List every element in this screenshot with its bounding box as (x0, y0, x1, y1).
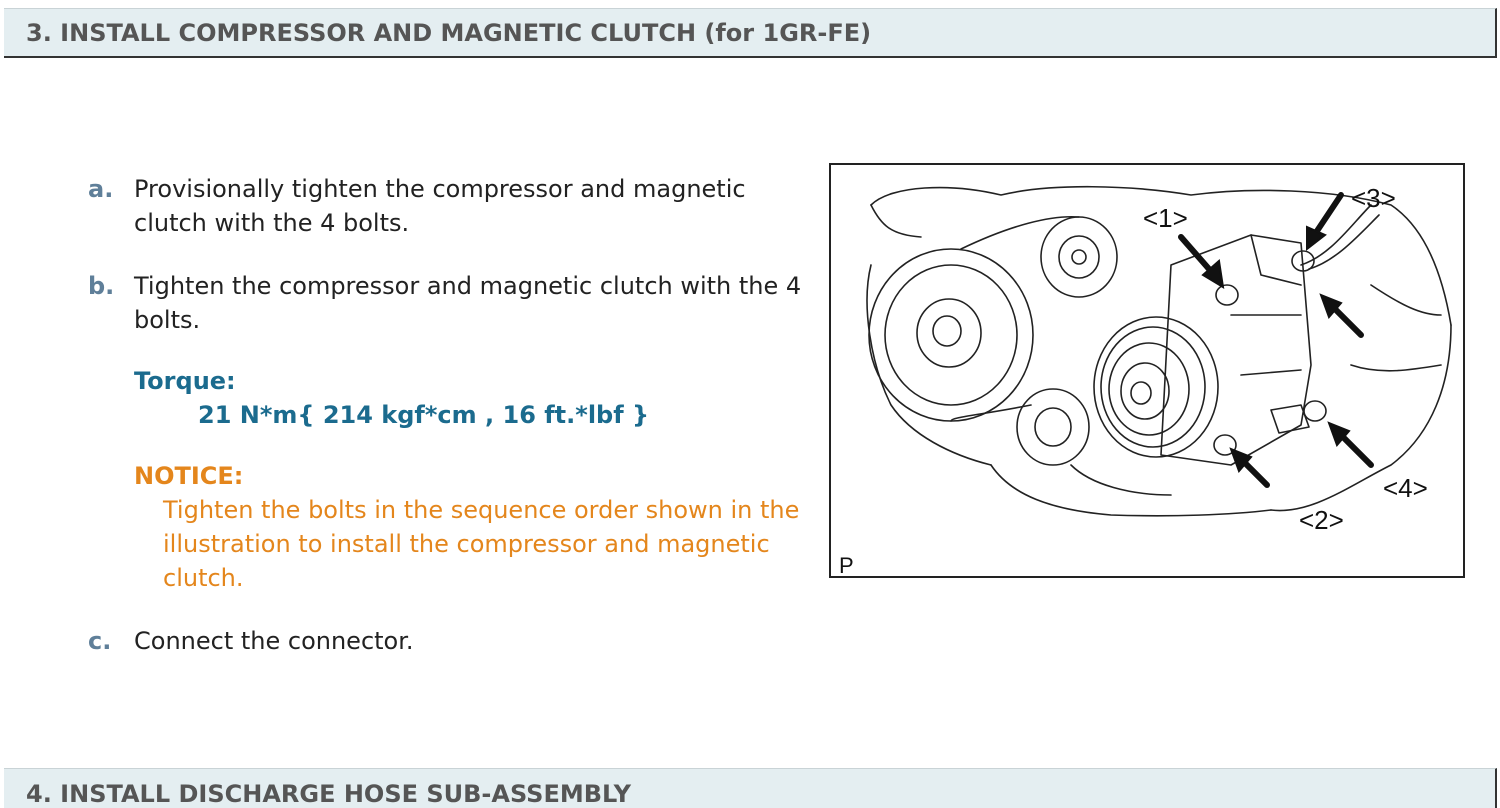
section-header-4: 4. INSTALL DISCHARGE HOSE SUB-ASSEMBLY (4, 768, 1497, 808)
torque-value: 21 N*m{ 214 kgf*cm , 16 ft.*lbf } (198, 401, 650, 429)
notice-text: Tighten the bolts in the sequence order … (163, 496, 800, 592)
callout-2: <2> (1299, 505, 1344, 535)
step-b: b. Tighten the compressor and magnetic c… (88, 269, 808, 337)
callout-3: <3> (1351, 183, 1396, 213)
compressor-illustration: <1> <2> <3> <4> P (829, 163, 1465, 578)
corner-mark: P (839, 553, 854, 578)
step-text: Tighten the compressor and magnetic clut… (134, 272, 802, 334)
step-letter: c. (88, 627, 112, 655)
notice-label: NOTICE: (134, 462, 244, 490)
step-letter: a. (88, 175, 114, 203)
engine-line-drawing (866, 185, 1452, 517)
callout-1: <1> (1143, 203, 1188, 233)
section-header-3: 3. INSTALL COMPRESSOR AND MAGNETIC CLUTC… (4, 8, 1497, 58)
section-title: 3. INSTALL COMPRESSOR AND MAGNETIC CLUTC… (26, 19, 872, 47)
step-a: a. Provisionally tighten the compressor … (88, 172, 808, 240)
step-c: c. Connect the connector. (88, 624, 808, 658)
step-text: Provisionally tighten the compressor and… (134, 175, 746, 237)
callout-4: <4> (1383, 473, 1428, 503)
torque-label: Torque: (134, 367, 236, 395)
step-letter: b. (88, 272, 115, 300)
step-text: Connect the connector. (134, 627, 414, 655)
section-title: 4. INSTALL DISCHARGE HOSE SUB-ASSEMBLY (26, 780, 631, 808)
